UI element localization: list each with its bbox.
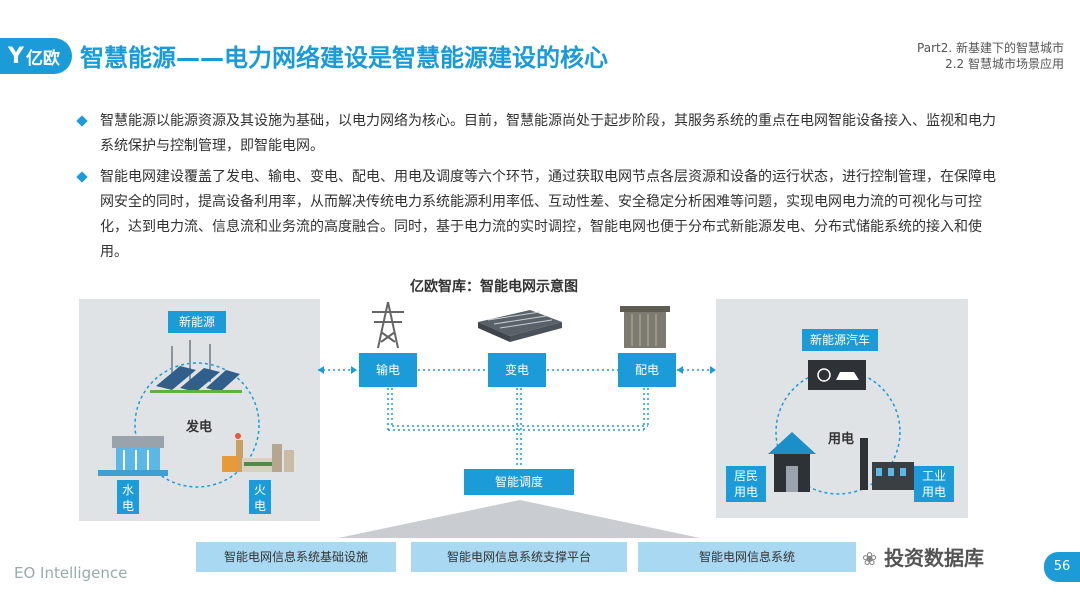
base-layer-infrastructure: 智能电网信息系统基础设施 — [196, 542, 396, 572]
logo: Y 亿欧 — [0, 38, 72, 74]
section-label: Part2. 新基建下的智慧城市 2.2 智慧城市场景应用 — [917, 40, 1064, 72]
base-layer-system: 智能电网信息系统 — [638, 542, 856, 572]
dispatch-box: 智能调度 — [464, 469, 574, 495]
thermal-power-label: 火 电 — [249, 480, 271, 514]
transformer-icon — [620, 306, 670, 348]
generation-label: 发电 — [186, 420, 213, 435]
footer-brand: EO Intelligence — [14, 564, 128, 582]
ev-label: 新能源汽车 — [802, 329, 878, 351]
logo-text: 亿欧 — [25, 48, 60, 69]
arrow-heads — [318, 366, 716, 374]
section-subpart: 2.2 智慧城市场景应用 — [945, 57, 1064, 71]
generation-cycle — [134, 362, 260, 488]
industrial-power-label: 工业 用电 — [914, 466, 954, 502]
solar-wind-icon — [150, 340, 242, 393]
distribution-box: 配电 — [618, 353, 676, 387]
flow-links — [318, 369, 716, 468]
watermark: ❀ 投资数据库 — [862, 542, 984, 571]
section-part: Part2. 新基建下的智慧城市 — [917, 41, 1064, 55]
bullet-item: 智慧能源以能源资源及其设施为基础，以电力网络为核心。目前，智慧能源尚处于起步阶段… — [76, 109, 1008, 159]
hydro-dam-icon — [98, 436, 168, 476]
electric-car-icon — [808, 360, 866, 390]
logo-mark-icon: Y — [8, 43, 24, 69]
hydro-power-label: 水 电 — [117, 480, 139, 514]
diagram-title: 亿欧智库：智能电网示意图 — [410, 279, 578, 295]
page-title: 智慧能源——电力网络建设是智慧能源建设的核心 — [80, 44, 608, 72]
watermark-text: 投资数据库 — [884, 546, 985, 570]
transmission-box: 输电 — [359, 353, 417, 387]
substation-icon — [478, 310, 562, 342]
substation-box: 变电 — [488, 353, 546, 387]
house-icon — [768, 432, 816, 492]
bullet-text: 智慧能源以能源资源及其设施为基础，以电力网络为核心。目前，智慧能源尚处于起步阶段… — [100, 113, 996, 154]
wechat-icon: ❀ — [862, 549, 878, 570]
bullet-text: 智能电网建设覆盖了发电、输电、变电、配电、用电及调度等六个环节，通过获取电网节点… — [100, 169, 996, 260]
consumption-label: 用电 — [828, 432, 855, 447]
bullet-item: 智能电网建设覆盖了发电、输电、变电、配电、用电及调度等六个环节，通过获取电网节点… — [76, 165, 1008, 265]
factory-icon — [860, 438, 914, 490]
transmission-tower-icon — [372, 301, 404, 349]
thermal-plant-icon — [222, 433, 294, 472]
residential-power-label: 居民 用电 — [726, 466, 766, 502]
new-energy-label: 新能源 — [168, 311, 226, 333]
base-layer-platform: 智能电网信息系统支撑平台 — [411, 542, 627, 572]
consumption-cycle — [775, 369, 901, 495]
base-triangle — [338, 500, 700, 538]
page-number: 56 — [1044, 552, 1080, 582]
